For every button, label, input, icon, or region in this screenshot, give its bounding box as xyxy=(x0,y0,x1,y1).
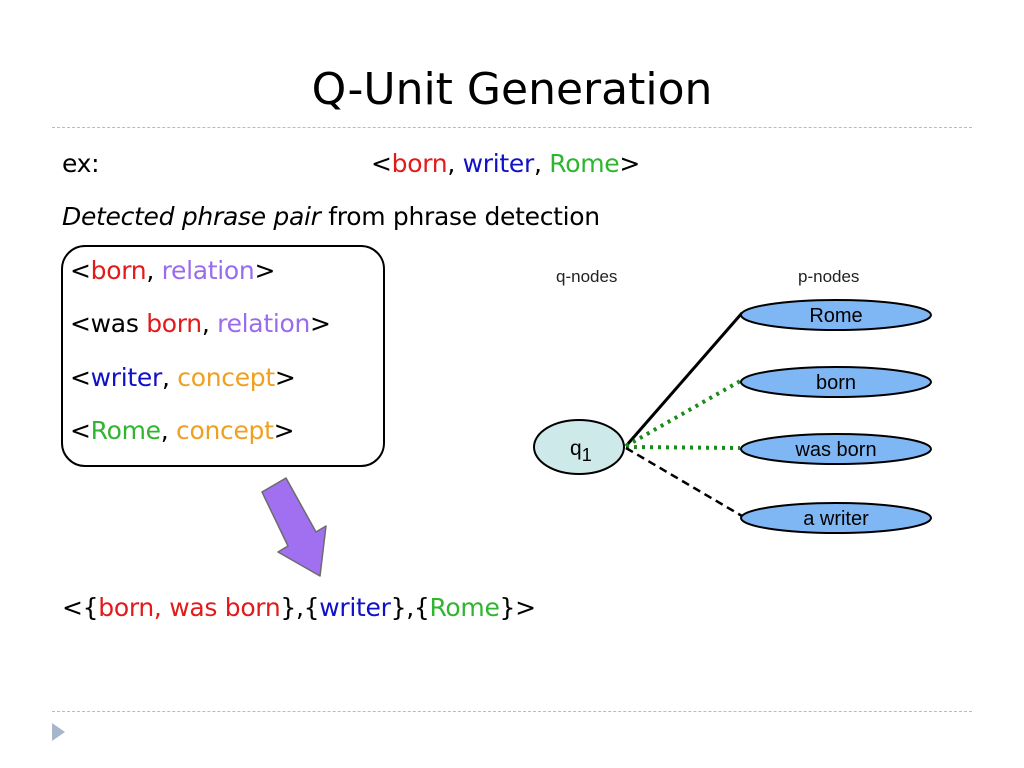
p-node-born-label: born xyxy=(816,372,856,394)
edge-q1-born xyxy=(625,378,743,448)
detected-phrase-line: Detected phrase pair from phrase detecti… xyxy=(62,199,600,235)
example-term-rome: Rome xyxy=(549,149,620,178)
q-nodes-header: q-nodes xyxy=(556,267,617,286)
edge-q1-a-writer xyxy=(625,446,743,518)
q1-node xyxy=(533,419,625,475)
slide-title: Q-Unit Generation xyxy=(311,64,713,115)
result-rome-group: Rome xyxy=(429,593,500,622)
p-nodes-header: p-nodes xyxy=(798,267,859,286)
detected-phrase-rest: from phrase detection xyxy=(320,202,600,231)
p-node-a-writer xyxy=(740,502,932,534)
p-node-a-writer-label: a writer xyxy=(803,508,869,530)
result-writer-group: writer xyxy=(319,593,391,622)
p-node-rome-label: Rome xyxy=(809,305,862,327)
next-slide-icon[interactable] xyxy=(52,723,65,741)
q1-node-label: q1 xyxy=(570,437,592,465)
qnode-pnode-graph: q-nodes p-nodes q1 Rome born was born a … xyxy=(533,267,932,534)
pair-row-rome-concept: <Rome, concept> xyxy=(70,416,295,445)
p-node-was-born xyxy=(740,433,932,465)
p-node-born xyxy=(740,366,932,398)
pair-row-was-born-relation: <was born, relation> xyxy=(70,309,331,338)
example-term-writer: writer xyxy=(462,149,535,178)
bottom-divider xyxy=(52,711,972,712)
result-relation-group: born, was born xyxy=(98,593,281,622)
phrase-pairs-box xyxy=(61,245,385,467)
pair-row-writer-concept: <writer, concept> xyxy=(70,363,296,392)
edge-q1-rome xyxy=(624,312,744,447)
p-node-was-born-label: was born xyxy=(794,439,876,461)
example-label: ex: xyxy=(62,149,100,178)
example-tuple: <born, writer, Rome> xyxy=(371,149,640,178)
down-arrow-icon xyxy=(261,477,327,577)
top-divider xyxy=(52,127,972,128)
p-node-rome xyxy=(740,299,932,331)
example-term-born: born xyxy=(391,149,448,178)
pair-row-born-relation: <born, relation> xyxy=(70,256,276,285)
result-qunit: <{born, was born},{writer},{Rome}> xyxy=(62,593,536,622)
detected-phrase-italic: Detected phrase pair xyxy=(62,202,321,231)
edge-q1-was-born xyxy=(625,445,741,450)
